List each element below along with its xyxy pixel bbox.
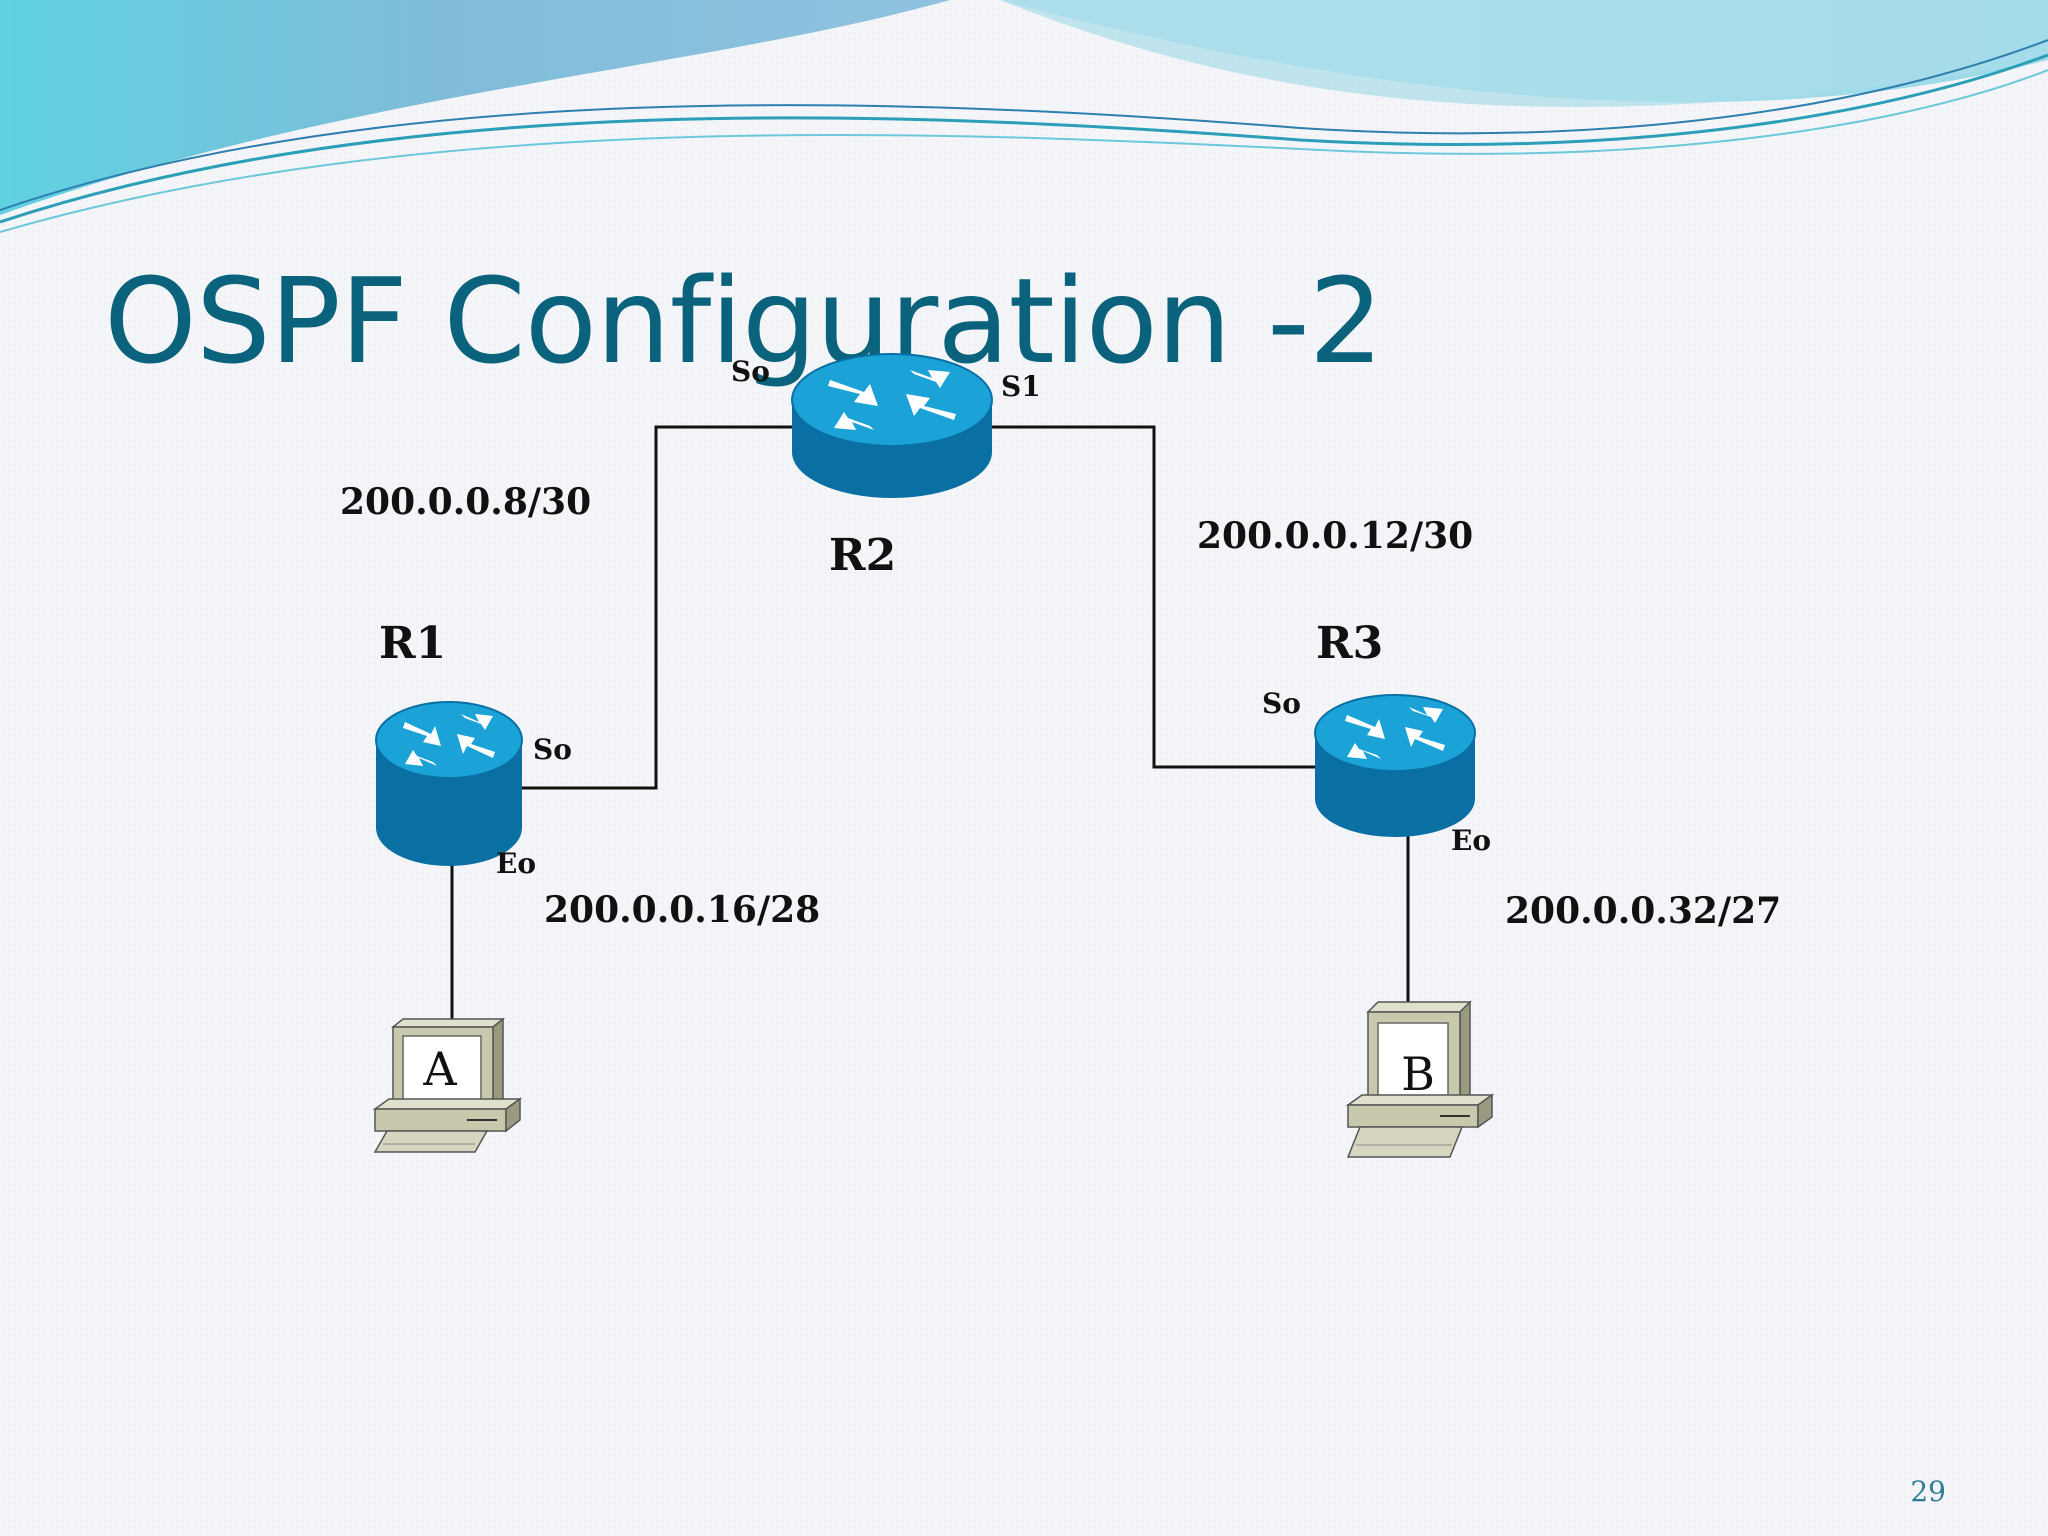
subnet-r1-r2-label: 200.0.0.8/30 <box>340 481 592 523</box>
r3-e0-interface-label: Eo <box>1451 824 1492 857</box>
subnet-r3-lan-label: 200.0.0.32/27 <box>1505 890 1782 932</box>
router-r1-label: R1 <box>379 618 447 669</box>
router-r3-label: R3 <box>1316 618 1384 669</box>
r2-s1-interface-label: S1 <box>1001 370 1041 403</box>
host-a-label: A <box>423 1042 457 1096</box>
link-r2-r3 <box>990 425 1316 769</box>
host-b-computer-icon[interactable] <box>1345 1000 1495 1158</box>
router-r3-icon[interactable] <box>1314 694 1476 837</box>
r2-s0-interface-label: So <box>731 355 770 388</box>
subnet-r1-lan-label: 200.0.0.16/28 <box>544 889 821 931</box>
host-a-computer-icon[interactable] <box>372 1017 523 1153</box>
router-r2-icon[interactable] <box>791 353 993 498</box>
r1-e0-interface-label: Eo <box>496 847 537 880</box>
page-number: 29 <box>1910 1475 1946 1508</box>
header-wave-decoration <box>0 0 2048 233</box>
router-r1-icon[interactable] <box>375 701 523 866</box>
r1-s0-interface-label: So <box>533 733 572 766</box>
slide-title: OSPF Configuration -2 <box>104 252 1384 390</box>
router-r2-label: R2 <box>829 530 897 581</box>
r3-s0-interface-label: So <box>1262 687 1301 720</box>
link-r1-r2 <box>520 425 800 790</box>
host-b-label: B <box>1401 1047 1435 1101</box>
subnet-r2-r3-label: 200.0.0.12/30 <box>1197 515 1474 557</box>
